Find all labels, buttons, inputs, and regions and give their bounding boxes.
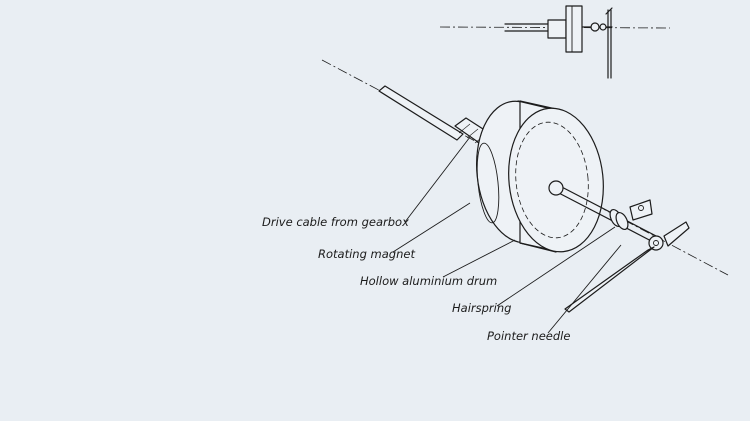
hairspring: [609, 199, 653, 231]
label-drum: Hollow aluminium drum: [360, 274, 497, 288]
magnet-drum-assembly: [475, 100, 604, 253]
leader-lines: [392, 136, 622, 334]
spindle: [548, 180, 661, 245]
side-view-inset: [439, 5, 671, 79]
pointer-needle: [564, 221, 690, 313]
label-pointer-needle: Pointer needle: [487, 329, 570, 343]
label-drive-cable: Drive cable from gearbox: [262, 215, 409, 229]
label-hairspring: Hairspring: [452, 301, 511, 315]
label-rotating-magnet: Rotating magnet: [318, 247, 415, 261]
